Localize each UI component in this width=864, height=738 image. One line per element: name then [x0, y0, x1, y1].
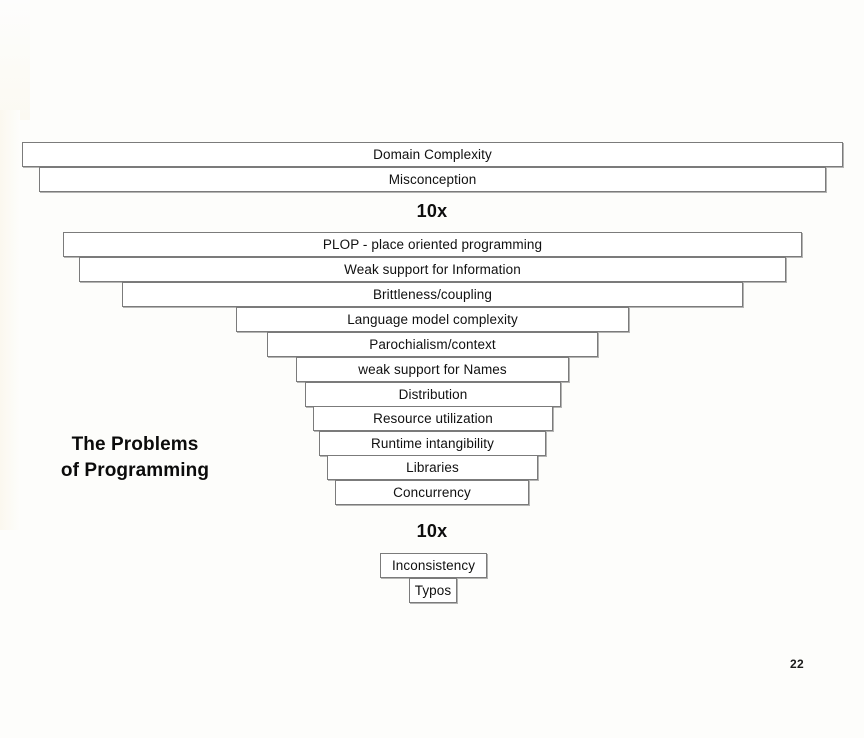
funnel-bar-label: PLOP - place oriented programming — [322, 236, 543, 252]
funnel-bar: Misconception — [39, 167, 826, 192]
funnel-bar-label: Resource utilization — [373, 410, 493, 426]
funnel-bar-label: Libraries — [406, 459, 459, 475]
funnel-bar: weak support for Names — [296, 357, 569, 382]
funnel-bar: Runtime intangibility — [319, 431, 546, 456]
funnel-bar: Typos — [409, 578, 457, 603]
funnel-bar: Weak support for Information — [79, 257, 786, 282]
funnel-bar-label: Domain Complexity — [373, 146, 492, 162]
funnel-bar: Inconsistency — [380, 553, 487, 578]
magnitude-label: 10x — [416, 521, 448, 541]
funnel-bar: Resource utilization — [313, 406, 553, 431]
funnel-bar-label: Misconception — [388, 171, 477, 187]
funnel-bar: Domain Complexity — [22, 142, 843, 167]
funnel-bar-label: Language model complexity — [347, 311, 518, 327]
magnitude-label: 10x — [416, 201, 448, 221]
funnel-bar-label: Inconsistency — [391, 557, 476, 573]
page-number: 22 — [790, 657, 804, 671]
page-title-line-2: of Programming — [60, 460, 210, 482]
funnel-bar-label: Concurrency — [393, 484, 471, 500]
funnel-bar: Brittleness/coupling — [122, 282, 743, 307]
funnel-bar-label: Parochialism/context — [369, 336, 496, 352]
page-title-line-1: The Problems — [71, 434, 199, 455]
paper-tint-decoration-left — [0, 110, 20, 530]
funnel-bar: Parochialism/context — [267, 332, 598, 357]
funnel-bar-label: Brittleness/coupling — [372, 286, 493, 302]
funnel-bar-label: Weak support for Information — [344, 261, 521, 277]
funnel-bar-label: Typos — [414, 582, 452, 598]
paper-tint-decoration — [0, 0, 30, 120]
funnel-bar: Language model complexity — [236, 307, 629, 332]
funnel-bar-label: Distribution — [398, 386, 468, 402]
funnel-bar: Concurrency — [335, 480, 529, 505]
funnel-bar-label: weak support for Names — [358, 361, 507, 377]
funnel-bar: Libraries — [327, 455, 538, 480]
funnel-bar-label: Runtime intangibility — [371, 435, 494, 451]
page-title: The Problems of Programming — [20, 432, 250, 484]
funnel-bar: PLOP - place oriented programming — [63, 232, 802, 257]
funnel-bar: Distribution — [305, 382, 561, 407]
